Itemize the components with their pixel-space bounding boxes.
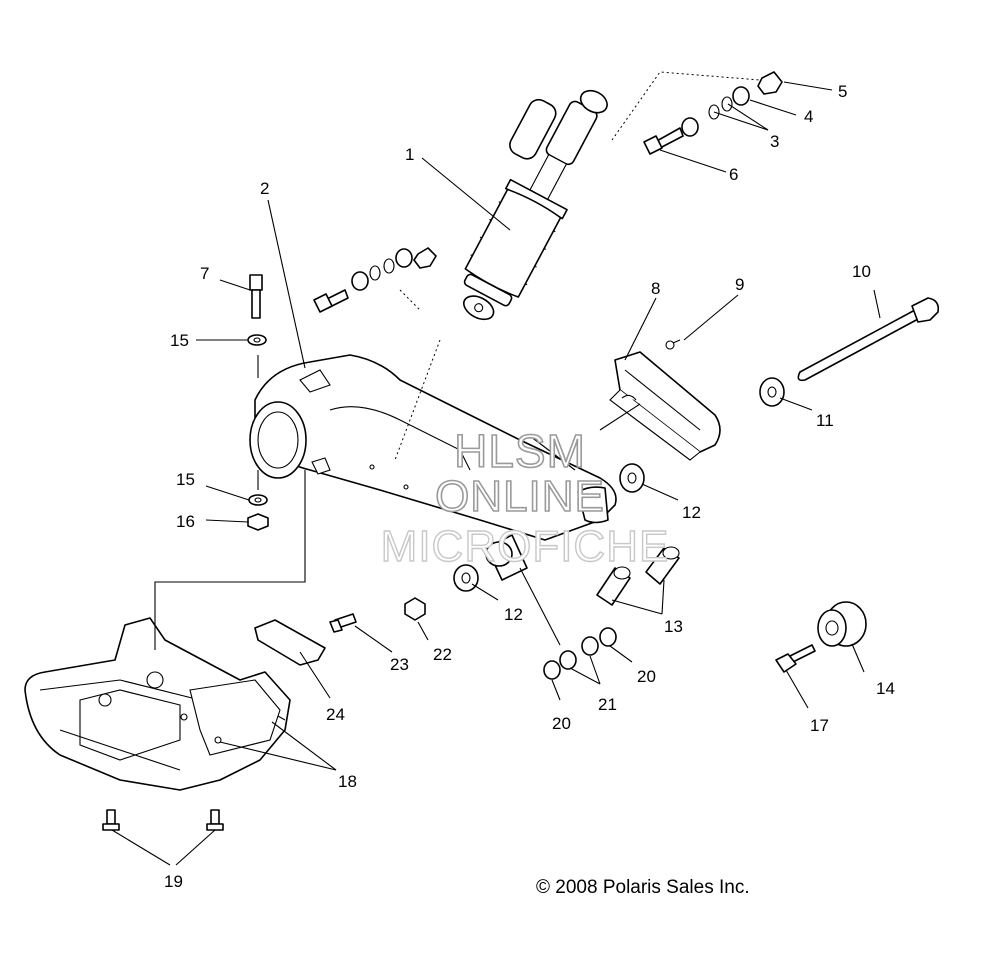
callout-19: 19 [164,872,183,891]
bolt-19b [206,809,224,831]
bolt-7 [249,274,263,319]
upper-hardware [643,71,783,155]
callout-6: 6 [729,165,738,184]
callout-12b: 12 [504,605,523,624]
sleeve-13b [645,546,680,585]
nut-20b [599,627,617,647]
skid-plate-18 [24,617,291,791]
callout-22: 22 [433,645,452,664]
callout-8: 8 [651,279,660,298]
shock-absorber [462,89,608,321]
roller-14 [817,601,867,647]
leader-lines [111,71,881,866]
watermark-line-2: ONLINE [434,471,605,522]
nut-22 [404,597,426,621]
callout-20a: 20 [552,714,571,733]
nut-21b [581,636,599,656]
bolt-23 [329,613,357,633]
nut-20a [543,660,561,680]
bolt-17 [775,644,816,673]
callout-15a: 15 [170,331,189,350]
chain-guard-cover [609,351,721,461]
washer-11 [759,377,785,407]
callout-20b: 20 [637,667,656,686]
callout-12a: 12 [682,503,701,522]
callout-1: 1 [405,145,414,164]
callout-numbers: 1 2 3 3 4 5 6 7 8 9 10 11 12 12 12 13 14… [164,82,895,891]
lower-shock-hardware [313,247,437,313]
nut-16 [247,513,269,531]
nut-21a [559,650,577,670]
callout-11: 11 [816,411,834,430]
callout-2: 2 [260,179,269,198]
copyright-notice: © 2008 Polaris Sales Inc. [536,877,750,898]
callout-5: 5 [838,82,847,101]
watermark-line-1: HLSM [453,424,586,478]
callout-10: 10 [852,262,871,281]
bolt-19a [102,809,120,831]
callout-14: 14 [876,679,895,698]
callout-23: 23 [390,655,409,674]
callout-16: 16 [176,512,195,531]
callout-13: 13 [664,617,683,636]
screw-9 [665,339,681,350]
callout-9: 9 [735,275,744,294]
callout-7: 7 [200,264,209,283]
washer-15a [247,334,267,346]
callout-4: 4 [804,107,813,126]
swingarm [249,354,617,541]
wear-block-24 [254,619,326,666]
callout-3a: 3 [770,132,779,151]
callout-18: 18 [338,772,357,791]
washer-12a [619,463,645,493]
callout-15b: 15 [176,470,195,489]
sleeve-13a [596,566,631,606]
axle-bolt-10 [797,297,940,382]
pivot-tube [577,486,609,524]
callout-17: 17 [810,716,829,735]
bushing-12 [485,534,528,581]
callout-21: 21 [598,695,617,714]
watermark-line-3: MICROFICHE [380,521,670,571]
washer-15b [248,494,268,506]
callout-24: 24 [326,705,345,724]
